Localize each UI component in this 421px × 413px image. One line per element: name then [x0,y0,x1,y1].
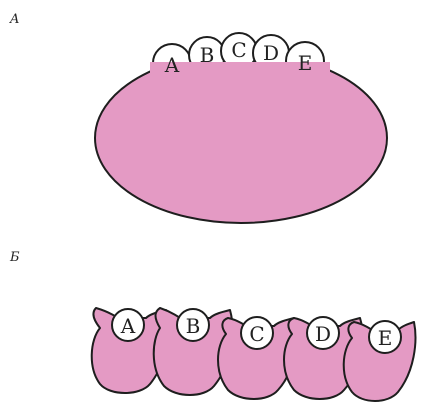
unit-b-label: B [186,314,201,338]
panel-a-label: A [9,12,19,27]
unit-d-label: D [315,322,331,346]
unit-c-label: C [249,322,264,346]
site-label-d: D [263,41,279,65]
panel-b-label: Б [9,250,20,265]
site-label-b: B [200,43,215,67]
large-molecule: A B C D E [95,33,387,223]
small-molecules: A B C D E [92,308,416,401]
unit-a-label: A [120,314,136,338]
site-label-c: C [231,38,246,62]
site-label-e: E [298,51,313,75]
unit-e-label: E [378,326,393,350]
site-label-a: A [164,53,180,77]
